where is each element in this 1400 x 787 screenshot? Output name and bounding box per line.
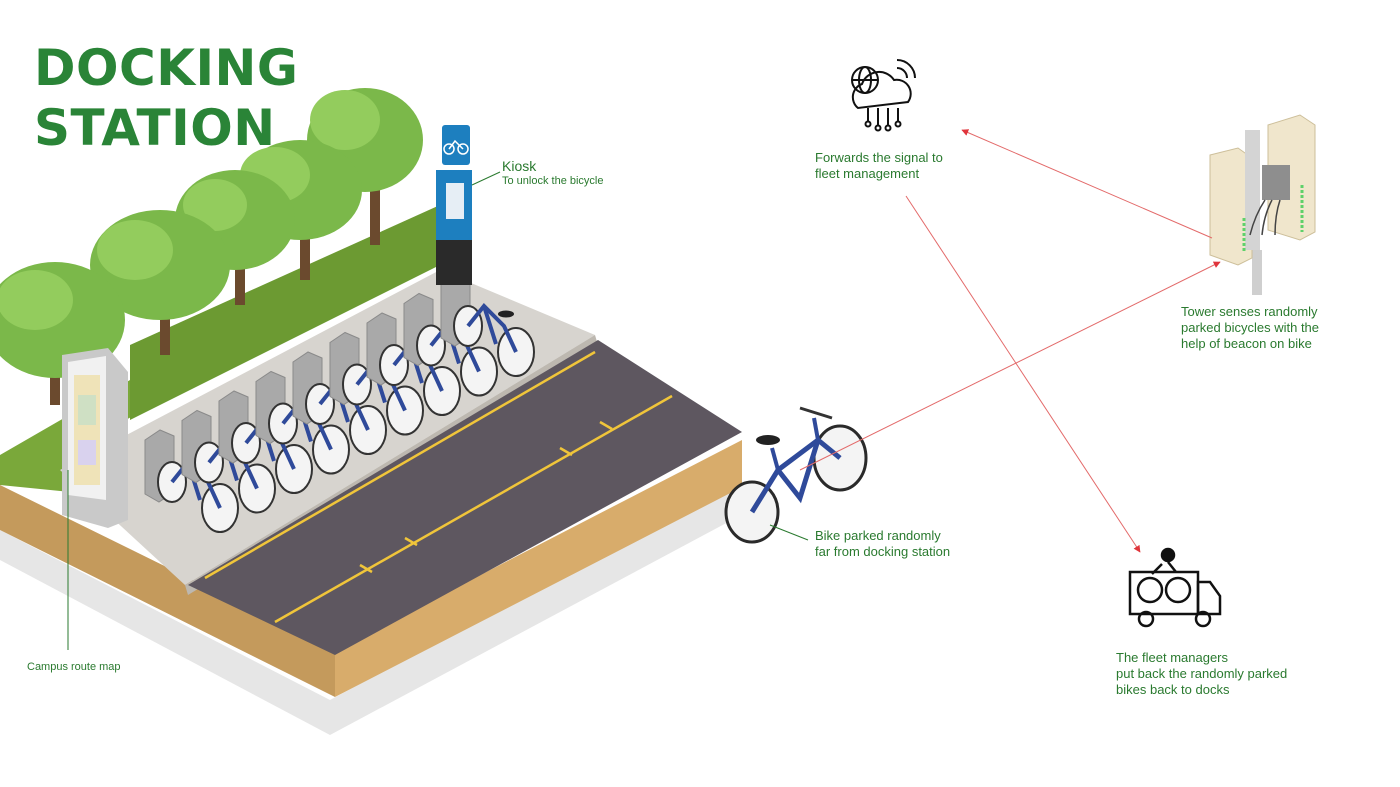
page-title: DOCKING STATION [34,38,298,158]
parked-bike [268,400,350,475]
bicycle-icon [724,406,868,544]
bike-line-2: far from docking station [815,544,951,559]
forward-signal-label: Forwards the signal to fleet management [815,150,943,182]
road-line-2 [274,394,673,624]
platform-earth-left [0,485,335,697]
bike-pointer [769,524,809,541]
route-map-text: Campus route map [27,661,121,673]
cloud-network-icon [851,59,916,132]
parked-bike [379,342,461,416]
parked-bike [231,420,313,494]
route-map-label: Campus route map [27,660,121,674]
kiosk-icon [436,125,472,285]
tower-line-3: help of beacon on bike [1181,336,1312,351]
title-line-2: STATION [34,99,276,157]
road [188,340,742,655]
bike-parked-label: Bike parked randomly far from docking st… [815,528,950,560]
trees [0,88,423,405]
platform-shadow [0,480,760,735]
parked-bike [453,303,535,377]
forward-line-2: fleet management [815,166,920,181]
kiosk-heading: Kiosk [502,158,537,174]
dock-row [144,273,535,533]
arrow-cloud-to-fleet [905,195,1141,553]
arrow-bike-to-tower [799,261,1221,471]
kiosk-pointer [471,171,501,186]
kiosk-subtext: To unlock the bicycle [502,175,604,187]
fleet-line-3: bikes back to docks [1116,682,1230,697]
fleet-managers-label: The fleet managers put back the randomly… [1116,650,1287,698]
platform-earth-right [335,440,742,697]
bike-line-1: Bike parked randomly [815,528,941,543]
fleet-line-2: put back the randomly parked [1116,666,1288,681]
parked-bike [157,459,239,533]
route-map-board-icon [62,348,128,528]
title-line-1: DOCKING [34,39,299,97]
beacon-tower-icon [1209,114,1316,295]
fleet-line-1: The fleet managers [1116,650,1229,665]
tower-label: Tower senses randomly parked bicycles wi… [1181,304,1319,352]
delivery-van-icon [1128,547,1222,628]
forward-line-1: Forwards the signal to [815,150,943,165]
hedge [130,205,450,420]
tower-line-2: parked bicycles with the [1181,320,1320,335]
road-line-1 [204,350,596,580]
tower-line-1: Tower senses randomly [1181,304,1318,319]
kiosk-label: Kiosk To unlock the bicycle [502,158,604,188]
parked-bike [194,439,276,514]
arrow-tower-to-cloud [961,129,1213,239]
